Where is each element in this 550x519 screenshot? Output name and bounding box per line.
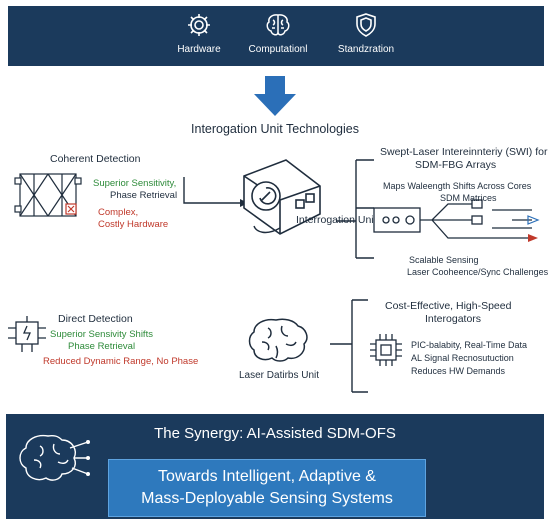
- page-title: Interogation Unit Technologies: [191, 122, 359, 136]
- coherent-circuit-icon: [14, 173, 82, 217]
- brain-unit-icon: [248, 318, 308, 362]
- gear-icon: [188, 14, 210, 36]
- cost-heading-2: Interogators: [425, 313, 482, 325]
- swi-heading-2: SDM-FBG Arrays: [415, 159, 497, 171]
- brain-icon: [266, 14, 290, 36]
- top-item-hardware: Hardware: [144, 12, 254, 55]
- brain-unit-label: Laser Datirbs Unit: [239, 370, 320, 381]
- conclusion-line-2: Mass-Deployable Sensing Systems: [141, 490, 393, 507]
- swi-laser-icon: [373, 199, 540, 242]
- coherent-heading: Coherent Detection: [50, 153, 141, 165]
- swi-desc-1: Maps Waleength Shifts Across Cores: [383, 181, 532, 191]
- top-item-computational: Computationl: [223, 12, 333, 55]
- top-item-label: Computationl: [248, 44, 308, 55]
- processor-chip-icon: [370, 334, 402, 366]
- swi-heading-1: Swept-Laser Intereinnteriy (SWI) for: [380, 146, 548, 158]
- top-item-label: Standzration: [337, 44, 395, 55]
- down-arrow-icon: [254, 76, 296, 116]
- bracket-swi: [336, 159, 374, 259]
- cost-line-1: PIC-balabity, Real-Time Data: [411, 340, 528, 350]
- cost-line-3: Reduces HW Demands: [411, 366, 506, 376]
- direct-heading: Direct Detection: [58, 313, 133, 325]
- conclusion-box: Towards Intelligent, Adaptive & Mass-Dep…: [108, 459, 426, 517]
- direct-pro-1: Superior Sensivity Shifts: [50, 329, 153, 340]
- shield-icon: [356, 13, 376, 37]
- coherent-con-1: Complex,: [98, 207, 139, 218]
- coherent-pro-1: Superior Sensitivity,: [93, 178, 177, 189]
- cost-heading-1: Cost-Effective, High-Speed: [385, 300, 512, 312]
- conclusion-line-1: Towards Intelligent, Adaptive &: [158, 468, 376, 485]
- coherent-con-2: Costly Hardware: [98, 219, 169, 230]
- direct-chip-icon: [8, 316, 46, 352]
- top-item-label: Hardware: [177, 44, 221, 55]
- cost-line-2: AL Signal Recnosutuction: [411, 353, 514, 363]
- swi-foot-1: Scalable Sensing: [409, 255, 479, 265]
- direct-con: Reduced Dynamic Range, No Phase: [43, 356, 199, 367]
- swi-desc-2: SDM Matrices: [440, 193, 497, 203]
- coherent-pro-2: Phase Retrieval: [110, 190, 178, 201]
- bracket-cost: [330, 299, 368, 393]
- synergy-title: The Synergy: AI-Assisted SDM-OFS: [154, 425, 396, 442]
- swi-foot-2: Laser Cooheence/Sync Challenges: [407, 267, 549, 277]
- top-item-standardization: Standzration: [311, 12, 421, 55]
- ai-brain-icon: [19, 434, 90, 481]
- direct-pro-2: Phase Retrieval: [68, 341, 136, 352]
- top-banner: Hardware Computationl Standzration: [8, 6, 544, 66]
- interrogation-unit-icon: [243, 159, 321, 235]
